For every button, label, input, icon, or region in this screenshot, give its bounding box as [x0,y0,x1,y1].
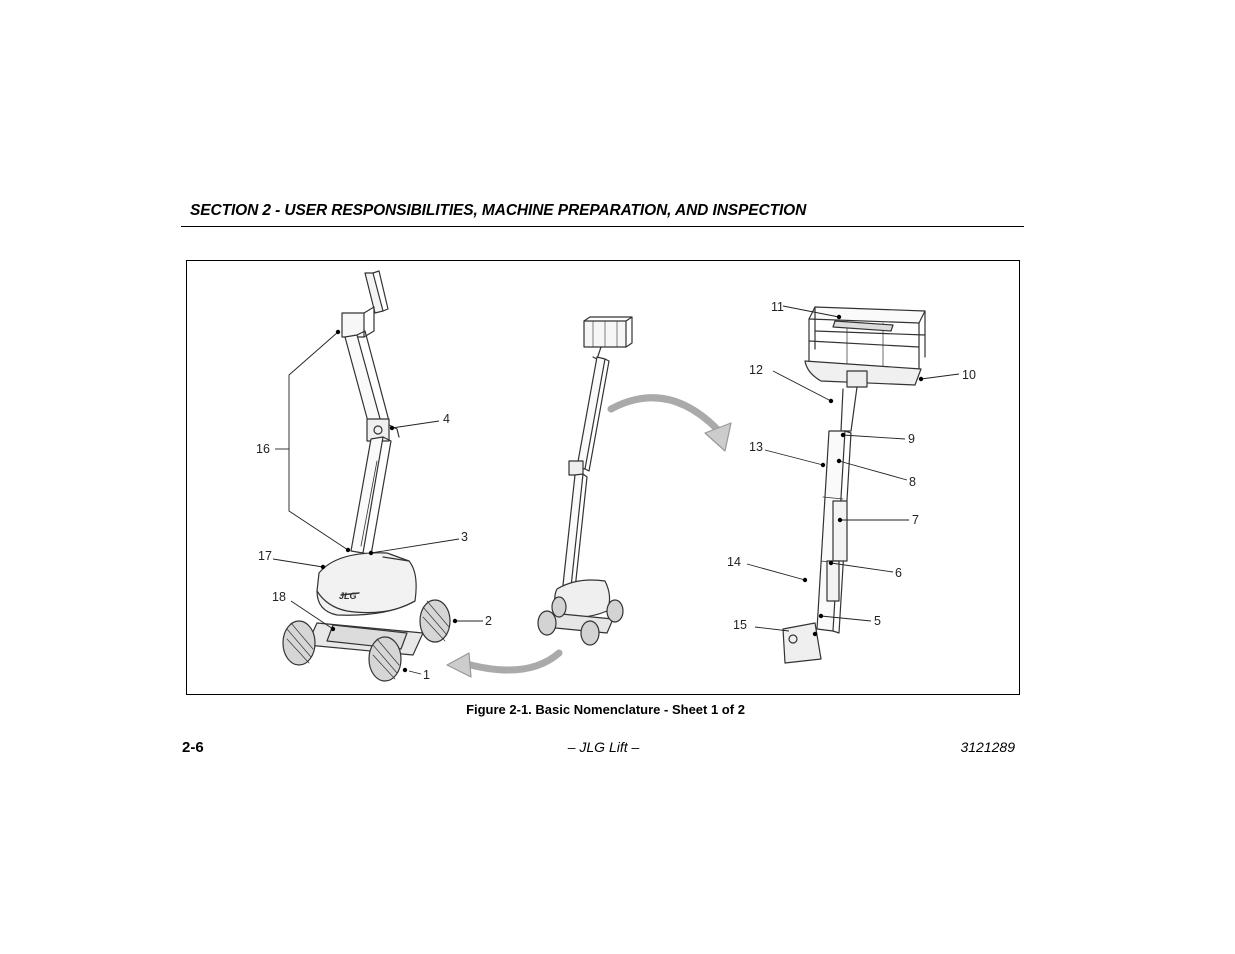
figure-caption: Figure 2-1. Basic Nomenclature - Sheet 1… [466,702,745,717]
footer-center-text: – JLG Lift – [567,739,640,755]
callout-13: 13 [749,440,763,454]
arrow-bottom-curve [459,649,563,674]
callout-1: 1 [423,668,430,682]
callout-9: 9 [908,432,915,446]
arrow-top-head [704,422,732,452]
callout-18: 18 [272,590,286,604]
callout-5: 5 [874,614,881,628]
machine-middle [537,316,633,646]
section-title: SECTION 2 - USER RESPONSIBILITIES, MACHI… [190,202,807,219]
page-number: 2-6 [182,739,204,756]
callout-7: 7 [912,513,919,527]
arrow-bottom-head [446,652,472,678]
callout-12: 12 [749,363,763,377]
callout-6: 6 [895,566,902,580]
nomenclature-illustration: JLG [256,270,976,682]
callout-4: 4 [443,412,450,426]
callout-17: 17 [258,549,272,563]
header-rule [181,226,1024,227]
jlg-logo-left: JLG [339,591,357,601]
callout-15: 15 [733,618,747,632]
document-number: 3121289 [960,739,1015,755]
callout-16: 16 [256,442,270,456]
callout-10: 10 [962,368,976,382]
figure-frame: JLG [186,260,1020,695]
machine-left: JLG [282,270,451,682]
callout-3: 3 [461,530,468,544]
callout-2: 2 [485,614,492,628]
callout-8: 8 [909,475,916,489]
arrow-top-curve [607,394,721,433]
callout-14: 14 [727,555,741,569]
callout-11: 11 [771,300,784,314]
boom-detail-right [782,306,926,664]
